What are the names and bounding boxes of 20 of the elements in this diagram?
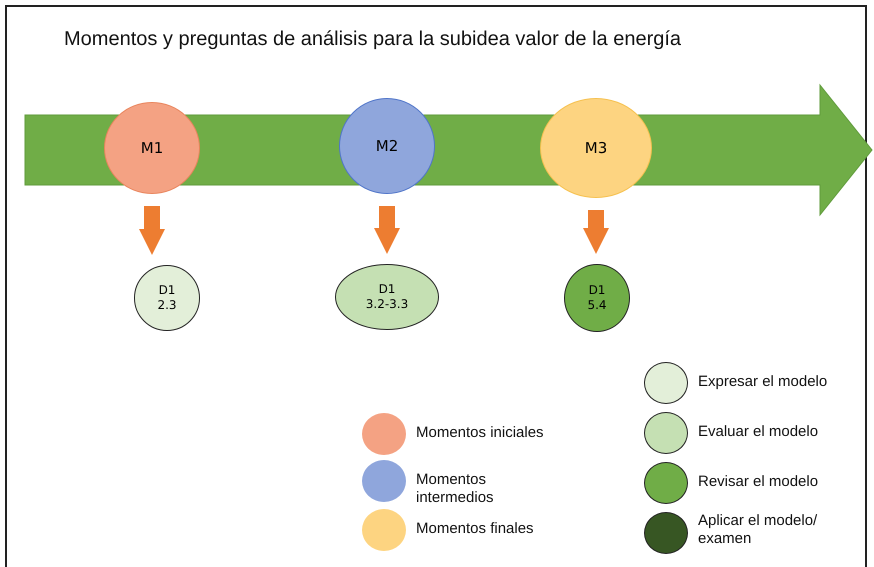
node-label: D1 [588,283,606,298]
legend-label: Revisar el modelo [698,473,820,491]
legend-label: Momentos finales [416,520,535,538]
legend-label: Evaluar el modelo [698,423,820,441]
block-arrow [139,206,165,255]
block-arrow [374,206,400,254]
title: Momentos y preguntas de análisis para la subidea valor de la energía [64,28,682,51]
node-label: D1 [158,283,176,298]
node-label: M2 [376,136,398,156]
node-label: 2.3 [157,298,177,313]
node-label: 3.2-3.3 [366,297,408,312]
legend-label: Expresar el modelo [698,373,828,391]
legend-label: Momentos intermedios [416,471,495,507]
node-label: D1 [378,282,396,297]
legend-label: Momentos iniciales [416,424,545,442]
node-label: 5.4 [587,298,607,313]
node-label: M3 [584,138,608,158]
node-label: M1 [140,138,164,158]
legend-label: Aplicar el modelo/ examen [698,512,818,548]
block-arrow [583,210,609,254]
